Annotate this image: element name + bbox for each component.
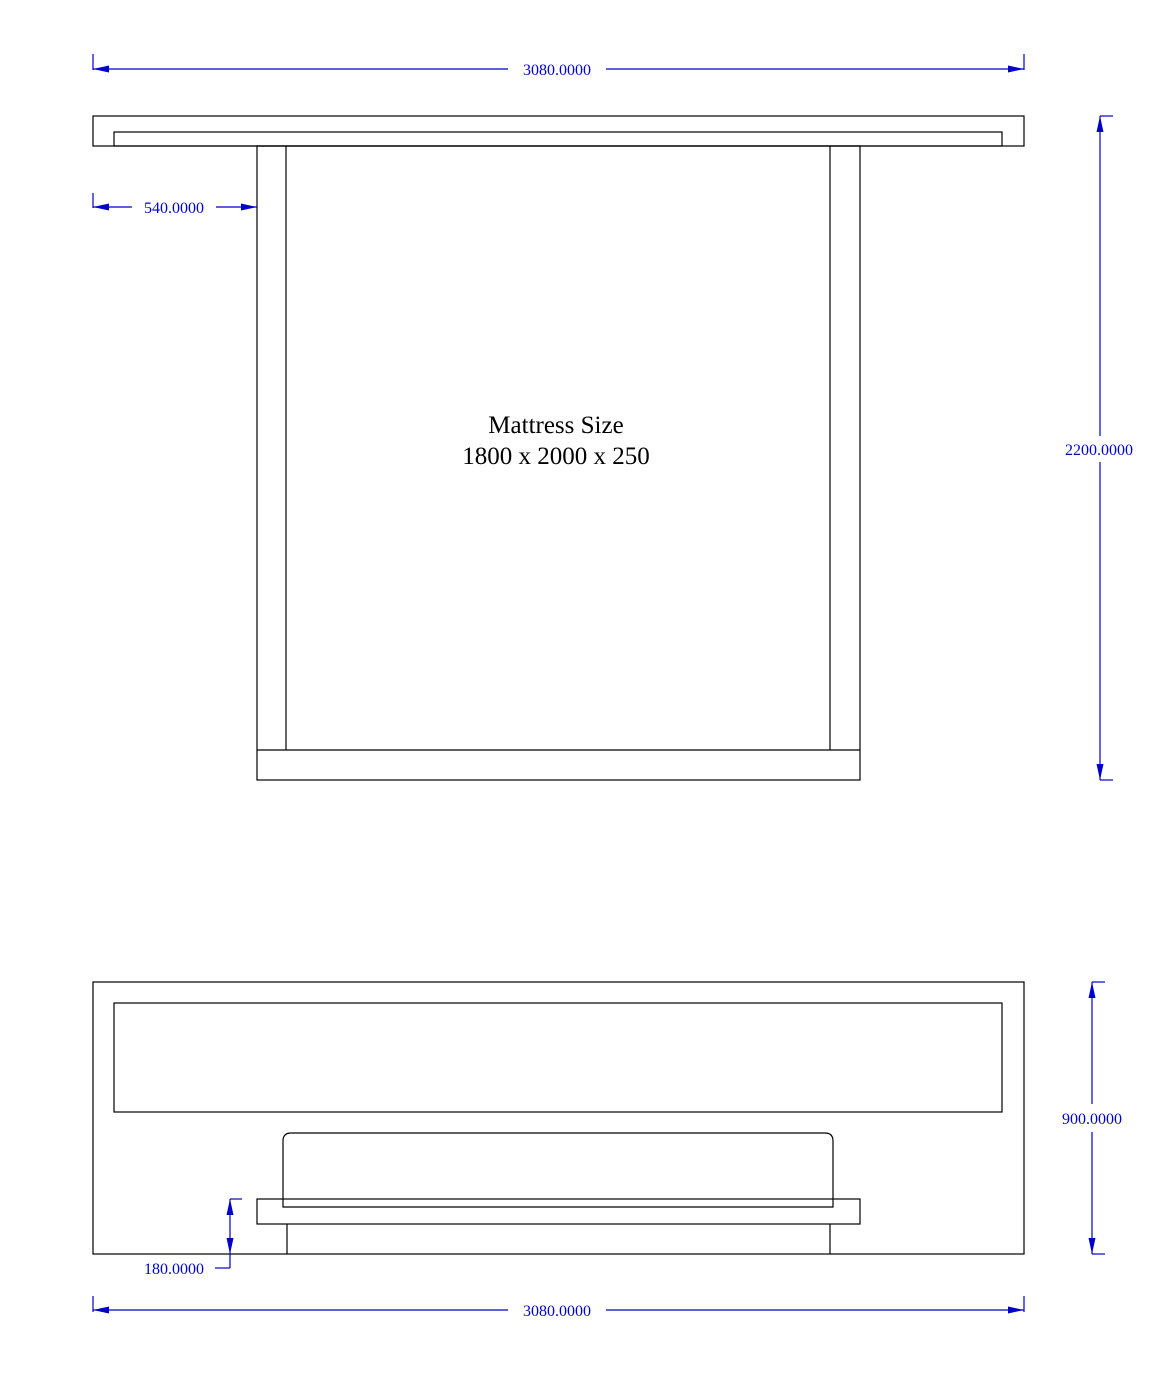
bottom-width-value: 3080.0000 [523,1303,591,1320]
length-value: 2200.0000 [1065,442,1133,459]
dimension-length: 2200.0000 [1065,115,1133,781]
base-height-value: 180.0000 [144,1261,204,1278]
mattress-label: Mattress Size [488,412,623,439]
headboard-inner [113,131,1003,147]
dimension-base-height: 180.0000 [144,1198,242,1278]
headboard-panel [113,1002,1003,1113]
height-value: 900.0000 [1062,1111,1122,1128]
plan-view: Mattress Size 1800 x 2000 x 250 [92,115,1025,781]
side-offset-value: 540.0000 [144,200,204,217]
bed-frame-outer [256,145,861,781]
elevation-view [92,981,1025,1255]
dimension-top-width: 3080.0000 [92,54,1025,79]
headboard-elevation-outer [92,981,1025,1255]
dimension-height: 900.0000 [1062,981,1122,1255]
top-width-value: 3080.0000 [523,62,591,79]
mattress-elevation [282,1132,834,1208]
dimension-side-offset: 540.0000 [92,193,257,217]
headboard-outer [92,115,1025,147]
bed-base-elevation [256,1198,861,1225]
mattress-dimensions: 1800 x 2000 x 250 [462,443,650,470]
dimension-bottom-width: 3080.0000 [92,1296,1025,1320]
